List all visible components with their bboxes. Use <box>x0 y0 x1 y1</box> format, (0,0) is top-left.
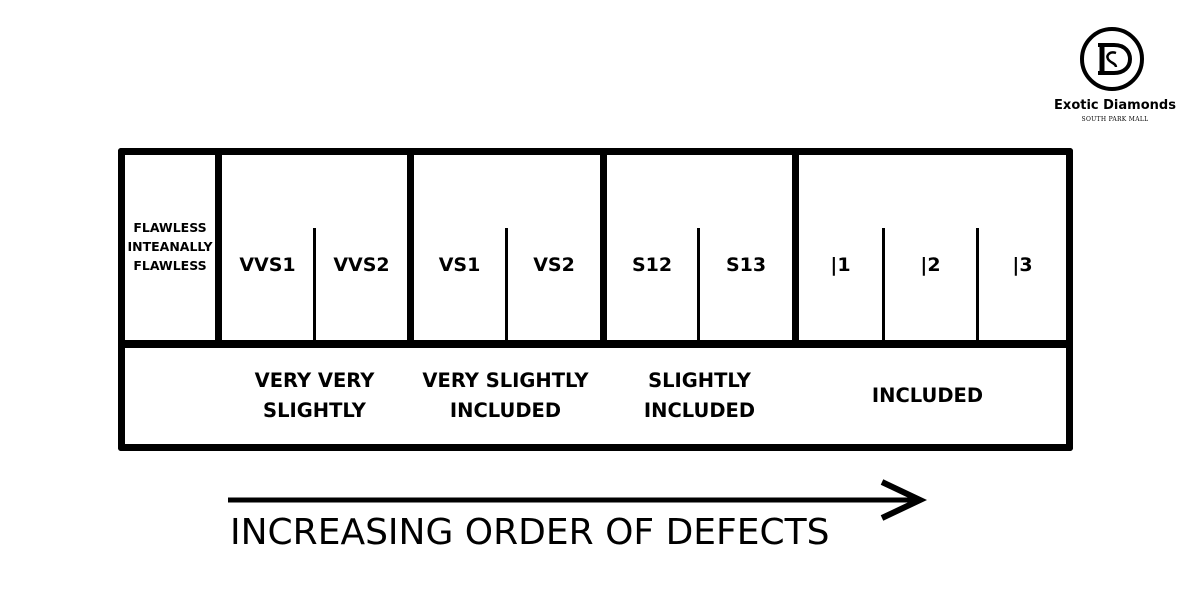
flawless-line-1: FLAWLESS <box>133 220 207 236</box>
grade-i3: |3 <box>1012 254 1033 277</box>
brand-logo <box>1080 27 1144 91</box>
chart-bottom-border <box>118 444 1073 451</box>
sub-divider-si <box>697 228 700 342</box>
group-divider-1 <box>215 148 222 346</box>
grade-si2: S12 <box>631 254 673 277</box>
flawless-line-2: INTEANALLY <box>127 239 213 255</box>
sub-divider-vvs <box>313 228 316 342</box>
category-included: INCLUDED <box>871 383 984 407</box>
row-divider <box>118 340 1073 348</box>
sub-divider-vs <box>505 228 508 342</box>
grade-flawless: FLAWLESS INTEANALLY FLAWLESS <box>125 155 215 340</box>
grade-i2: |2 <box>920 254 941 277</box>
category-slightly-included: SLIGHTLY INCLUDED <box>607 348 792 444</box>
category-vs-line-2: INCLUDED <box>449 399 562 422</box>
chart-right-border <box>1066 148 1073 451</box>
diamond-monogram-icon <box>1098 43 1133 75</box>
grade-vs2: VS2 <box>533 254 575 277</box>
brand-location: SOUTH PARK MALL <box>1081 116 1149 123</box>
chart-left-border <box>118 148 125 451</box>
grade-vvs1: VVS1 <box>239 254 296 277</box>
sub-divider-i-1 <box>882 228 885 342</box>
grade-vs1: VS1 <box>438 254 481 277</box>
category-vvs-line-2: SLIGHTLY <box>263 399 366 422</box>
flawless-line-3: FLAWLESS <box>133 257 207 273</box>
chart-top-border <box>118 148 1073 155</box>
category-very-very-slightly: VERY VERY SLIGHTLY <box>222 348 407 444</box>
group-divider-2 <box>407 148 414 346</box>
category-very-slightly-included: VERY SLIGHTLY INCLUDED <box>408 348 603 444</box>
right-arrow-icon <box>228 479 928 521</box>
grade-i1: |1 <box>830 254 851 277</box>
sub-divider-i-2 <box>976 228 979 342</box>
brand-name: Exotic Diamonds <box>1054 98 1176 113</box>
group-divider-4 <box>792 148 799 346</box>
grade-si3: S13 <box>725 254 767 277</box>
category-si-line-2: INCLUDED <box>643 399 756 422</box>
category-vvs-line-1: VERY VERY <box>254 368 375 392</box>
category-si-line-1: SLIGHTLY <box>648 368 751 392</box>
category-vs-line-1: VERY SLIGHTLY <box>422 368 589 392</box>
arrow-caption: INCREASING ORDER OF DEFECTS <box>230 512 830 553</box>
grade-vvs2: VVS2 <box>333 254 390 277</box>
group-divider-3 <box>600 148 607 346</box>
